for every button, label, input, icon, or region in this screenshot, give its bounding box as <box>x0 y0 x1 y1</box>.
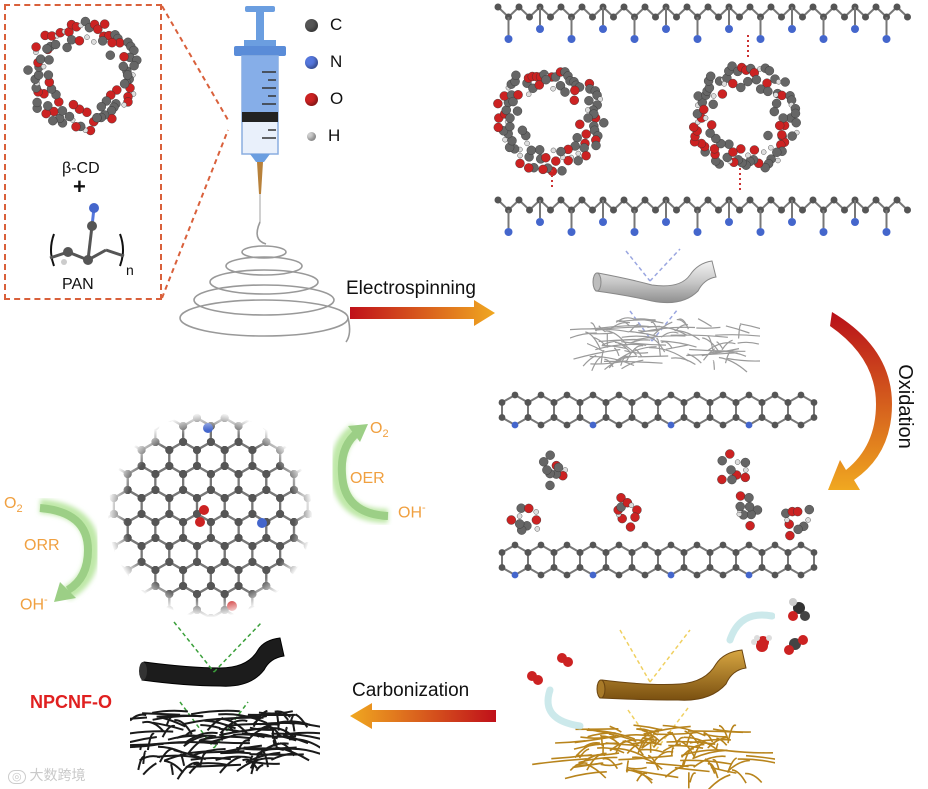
legend-oxygen-ball <box>305 92 318 106</box>
legend-nitrogen-label: N <box>330 52 343 71</box>
pan-label: PAN <box>62 276 94 293</box>
watermark-logo-icon: ◎ <box>8 770 26 784</box>
legend-carbon-ball <box>305 18 318 32</box>
legend-nitrogen-ball <box>305 55 318 69</box>
oxidation-arrow <box>828 312 892 490</box>
oer-label: OER <box>350 470 385 487</box>
carbon-fiber-mat <box>130 621 320 780</box>
as-spun-fiber-mat <box>570 248 760 373</box>
legend-hydrogen: H <box>307 126 340 146</box>
oxidized-fiber-mat <box>527 611 775 789</box>
watermark-text: 大数跨境 <box>29 767 86 783</box>
oer-product: OH- <box>398 502 426 522</box>
precursor-box <box>4 4 162 300</box>
pan-subscript: n <box>126 262 134 278</box>
cd-label: β-CD <box>62 160 100 177</box>
orr-cycle-arrow <box>39 499 100 602</box>
legend-oxygen: O <box>305 89 343 109</box>
oer-reactant: O2 <box>370 420 389 441</box>
graphene-sheet <box>107 412 313 618</box>
legend-nitrogen: N <box>305 52 342 72</box>
pan-cd-interaction <box>493 3 911 236</box>
oer-cycle-arrow <box>330 424 389 523</box>
legend-hydrogen-ball <box>307 131 316 141</box>
legend-carbon: C <box>305 15 342 35</box>
oxidation-label: Oxidation <box>893 364 916 449</box>
watermark: ◎ 大数跨境 <box>8 765 86 785</box>
syringe <box>234 6 286 222</box>
product-label: NPCNF-O <box>30 692 112 712</box>
legend-oxygen-label: O <box>330 89 344 108</box>
carbonization-label: Carbonization <box>352 680 470 701</box>
pan-structure <box>49 203 125 267</box>
legend-carbon-label: C <box>330 15 343 34</box>
carbonization-arrow <box>350 703 496 729</box>
released-gas-molecules <box>754 598 810 655</box>
plus-sign: + <box>73 174 86 199</box>
orr-reactant: O2 <box>4 495 23 516</box>
legend-hydrogen-label: H <box>328 126 341 145</box>
orr-product: OH- <box>20 594 48 614</box>
beta-cd-molecule <box>23 16 142 136</box>
electrospinning-label: Electrospinning <box>346 278 476 299</box>
orr-label: ORR <box>24 537 60 554</box>
electrospinning-arrow <box>350 300 495 326</box>
spiral-fiber <box>179 221 351 343</box>
oxidized-structure <box>498 391 818 579</box>
zoom-lines <box>161 5 229 299</box>
